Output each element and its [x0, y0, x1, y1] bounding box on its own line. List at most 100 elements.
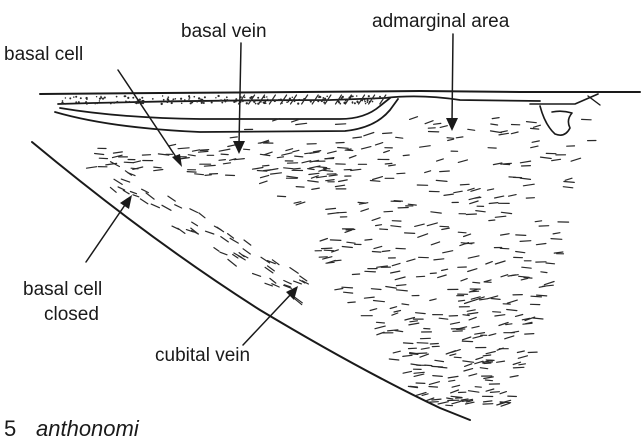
- wing-hair: [531, 146, 538, 148]
- wing-hair: [472, 326, 479, 328]
- wing-hair: [464, 369, 473, 371]
- stipple-dot: [274, 100, 276, 102]
- wing-hair: [438, 402, 448, 404]
- wing-hair: [531, 128, 539, 129]
- stipple-dot: [244, 97, 246, 99]
- stipple-dot: [366, 101, 368, 103]
- wing-hair: [328, 213, 339, 214]
- stipple-dot: [86, 103, 88, 105]
- wing-hair: [290, 268, 298, 274]
- basal-cell-arrowhead: [172, 154, 182, 167]
- stipple-dot: [323, 97, 325, 99]
- wing-hair: [397, 290, 408, 291]
- stipple-dot: [96, 96, 97, 97]
- wing-hair: [469, 391, 479, 393]
- wing-hair: [485, 280, 492, 282]
- stipple-dot: [193, 96, 195, 98]
- wing-hair: [470, 201, 478, 204]
- stipple-dot: [249, 97, 251, 99]
- wing-hair: [296, 123, 307, 124]
- wing-hair: [338, 148, 349, 149]
- wing-hair: [433, 376, 443, 377]
- stipple-dot: [172, 98, 174, 100]
- stipple-dot: [364, 99, 366, 101]
- wing-hair: [435, 360, 444, 361]
- wing-hair: [492, 118, 499, 119]
- wing-hair: [431, 242, 439, 245]
- wing-hair: [384, 151, 390, 153]
- wing-hair: [293, 150, 299, 152]
- wing-hair: [410, 321, 418, 322]
- stipple-dot: [365, 103, 366, 104]
- wing-hair: [339, 180, 348, 182]
- wing-hair: [342, 247, 352, 248]
- stipple-dot: [215, 97, 216, 98]
- wing-hair: [553, 233, 560, 234]
- wing-hair: [466, 214, 476, 215]
- wing-hair: [416, 313, 426, 314]
- wing-hair: [396, 285, 406, 286]
- wing-hair: [507, 310, 517, 311]
- stipple-dot: [342, 96, 344, 98]
- basal-cell-pointer: [118, 70, 178, 160]
- stipple-dot: [217, 95, 219, 97]
- wing-hair: [405, 233, 415, 234]
- stipple-dot: [78, 101, 80, 103]
- wing-hair: [485, 380, 492, 381]
- wing-hair: [449, 380, 455, 381]
- wing-hair: [541, 157, 552, 158]
- wing-hair: [192, 222, 198, 226]
- wing-hair: [493, 312, 501, 313]
- wing-hair: [432, 399, 441, 400]
- wing-hair: [417, 343, 428, 344]
- wing-hair: [486, 360, 492, 361]
- wing-hair: [440, 171, 450, 172]
- wing-hair: [437, 159, 444, 161]
- wing-hair: [425, 171, 431, 173]
- wing-hair: [476, 357, 483, 359]
- wing-hair: [118, 187, 125, 190]
- wing-hair: [447, 138, 454, 139]
- wing-hair: [114, 179, 122, 184]
- wing-hair: [142, 189, 149, 192]
- wing-hair: [448, 139, 454, 140]
- stipple-dot: [263, 102, 265, 104]
- wing-hair: [335, 185, 344, 186]
- wing-hair: [513, 367, 524, 368]
- stipple-dot: [288, 101, 289, 102]
- wing-hair: [451, 396, 462, 397]
- wing-hair: [324, 250, 333, 251]
- wing-hair: [495, 315, 505, 316]
- wing-hair: [484, 363, 491, 364]
- stipple-dot: [225, 101, 227, 103]
- wing-hair: [323, 170, 333, 171]
- wing-hair: [468, 188, 474, 190]
- wing-hair: [523, 184, 534, 186]
- wing-hair: [284, 168, 293, 169]
- wing-hair: [284, 281, 292, 284]
- labels: basal cell basal vein admarginal area ba…: [4, 11, 510, 366]
- wing-hair: [452, 385, 460, 387]
- wing-hair: [425, 365, 432, 366]
- wing-hair: [178, 148, 189, 149]
- wing-hair: [391, 226, 401, 227]
- wing-hair: [365, 239, 372, 240]
- wing-hair: [520, 161, 530, 163]
- wing-hair: [468, 313, 478, 315]
- stipple-dot: [188, 95, 190, 97]
- stipple-dot: [75, 101, 77, 103]
- wing-hair: [375, 326, 385, 329]
- wing-hair: [219, 149, 230, 151]
- wing-hair: [403, 155, 409, 156]
- wing-hair: [377, 322, 385, 323]
- stipple-dot: [266, 96, 267, 97]
- wing-hair: [133, 161, 140, 163]
- wing-hair: [429, 382, 439, 385]
- wing-hair: [178, 228, 185, 233]
- wing-hair: [342, 287, 353, 288]
- stipple-dot: [116, 101, 118, 103]
- wing-hair: [463, 337, 471, 340]
- wing-hair: [552, 159, 561, 160]
- wing-hair: [509, 195, 516, 197]
